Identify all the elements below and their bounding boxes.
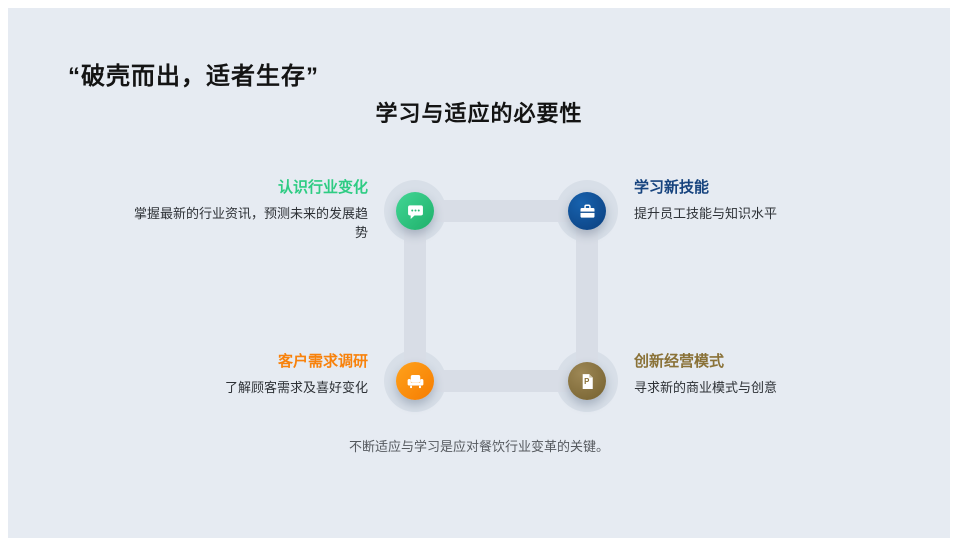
- slide-subtitle: 学习与适应的必要性: [375, 101, 583, 126]
- connector-line-left: [404, 211, 426, 381]
- briefcase-icon: [577, 201, 598, 222]
- armchair-icon: [405, 371, 426, 392]
- node-circle-new-skills: [568, 192, 606, 230]
- node-block-innovation: 创新经营模式 寻求新的商业模式与创意: [634, 352, 874, 397]
- document-icon: P: [577, 371, 598, 392]
- node-description: 提升员工技能与知识水平: [634, 206, 778, 221]
- node-block-customer-research: 客户需求调研 了解顾客需求及喜好变化: [128, 352, 368, 397]
- node-description: 掌握最新的行业资讯，预测未来的发展趋势: [133, 206, 368, 240]
- slide-caption: 不断适应与学习是应对餐饮行业变革的关键。: [348, 439, 609, 454]
- connector-line-right: [576, 211, 598, 381]
- node-block-new-skills: 学习新技能 提升员工技能与知识水平: [634, 178, 874, 223]
- node-description: 寻求新的商业模式与创意: [634, 380, 778, 395]
- chat-bubble-icon: [405, 201, 426, 222]
- node-title: 学习新技能: [634, 179, 710, 196]
- node-circle-innovation: P: [568, 362, 606, 400]
- node-circle-industry-change: [396, 192, 434, 230]
- slide-background: “破壳而出，适者生存” 学习与适应的必要性: [8, 8, 950, 538]
- connector-line-bottom: [415, 370, 587, 392]
- connector-line-top: [415, 200, 587, 222]
- svg-text:P: P: [584, 377, 589, 386]
- slide-quote-title: “破壳而出，适者生存”: [68, 63, 319, 90]
- node-description: 了解顾客需求及喜好变化: [224, 380, 368, 395]
- node-title: 创新经营模式: [634, 353, 725, 370]
- node-title: 客户需求调研: [277, 353, 368, 370]
- node-title: 认识行业变化: [277, 179, 368, 196]
- node-block-industry-change: 认识行业变化 掌握最新的行业资讯，预测未来的发展趋势: [128, 178, 368, 242]
- node-circle-customer-research: [396, 362, 434, 400]
